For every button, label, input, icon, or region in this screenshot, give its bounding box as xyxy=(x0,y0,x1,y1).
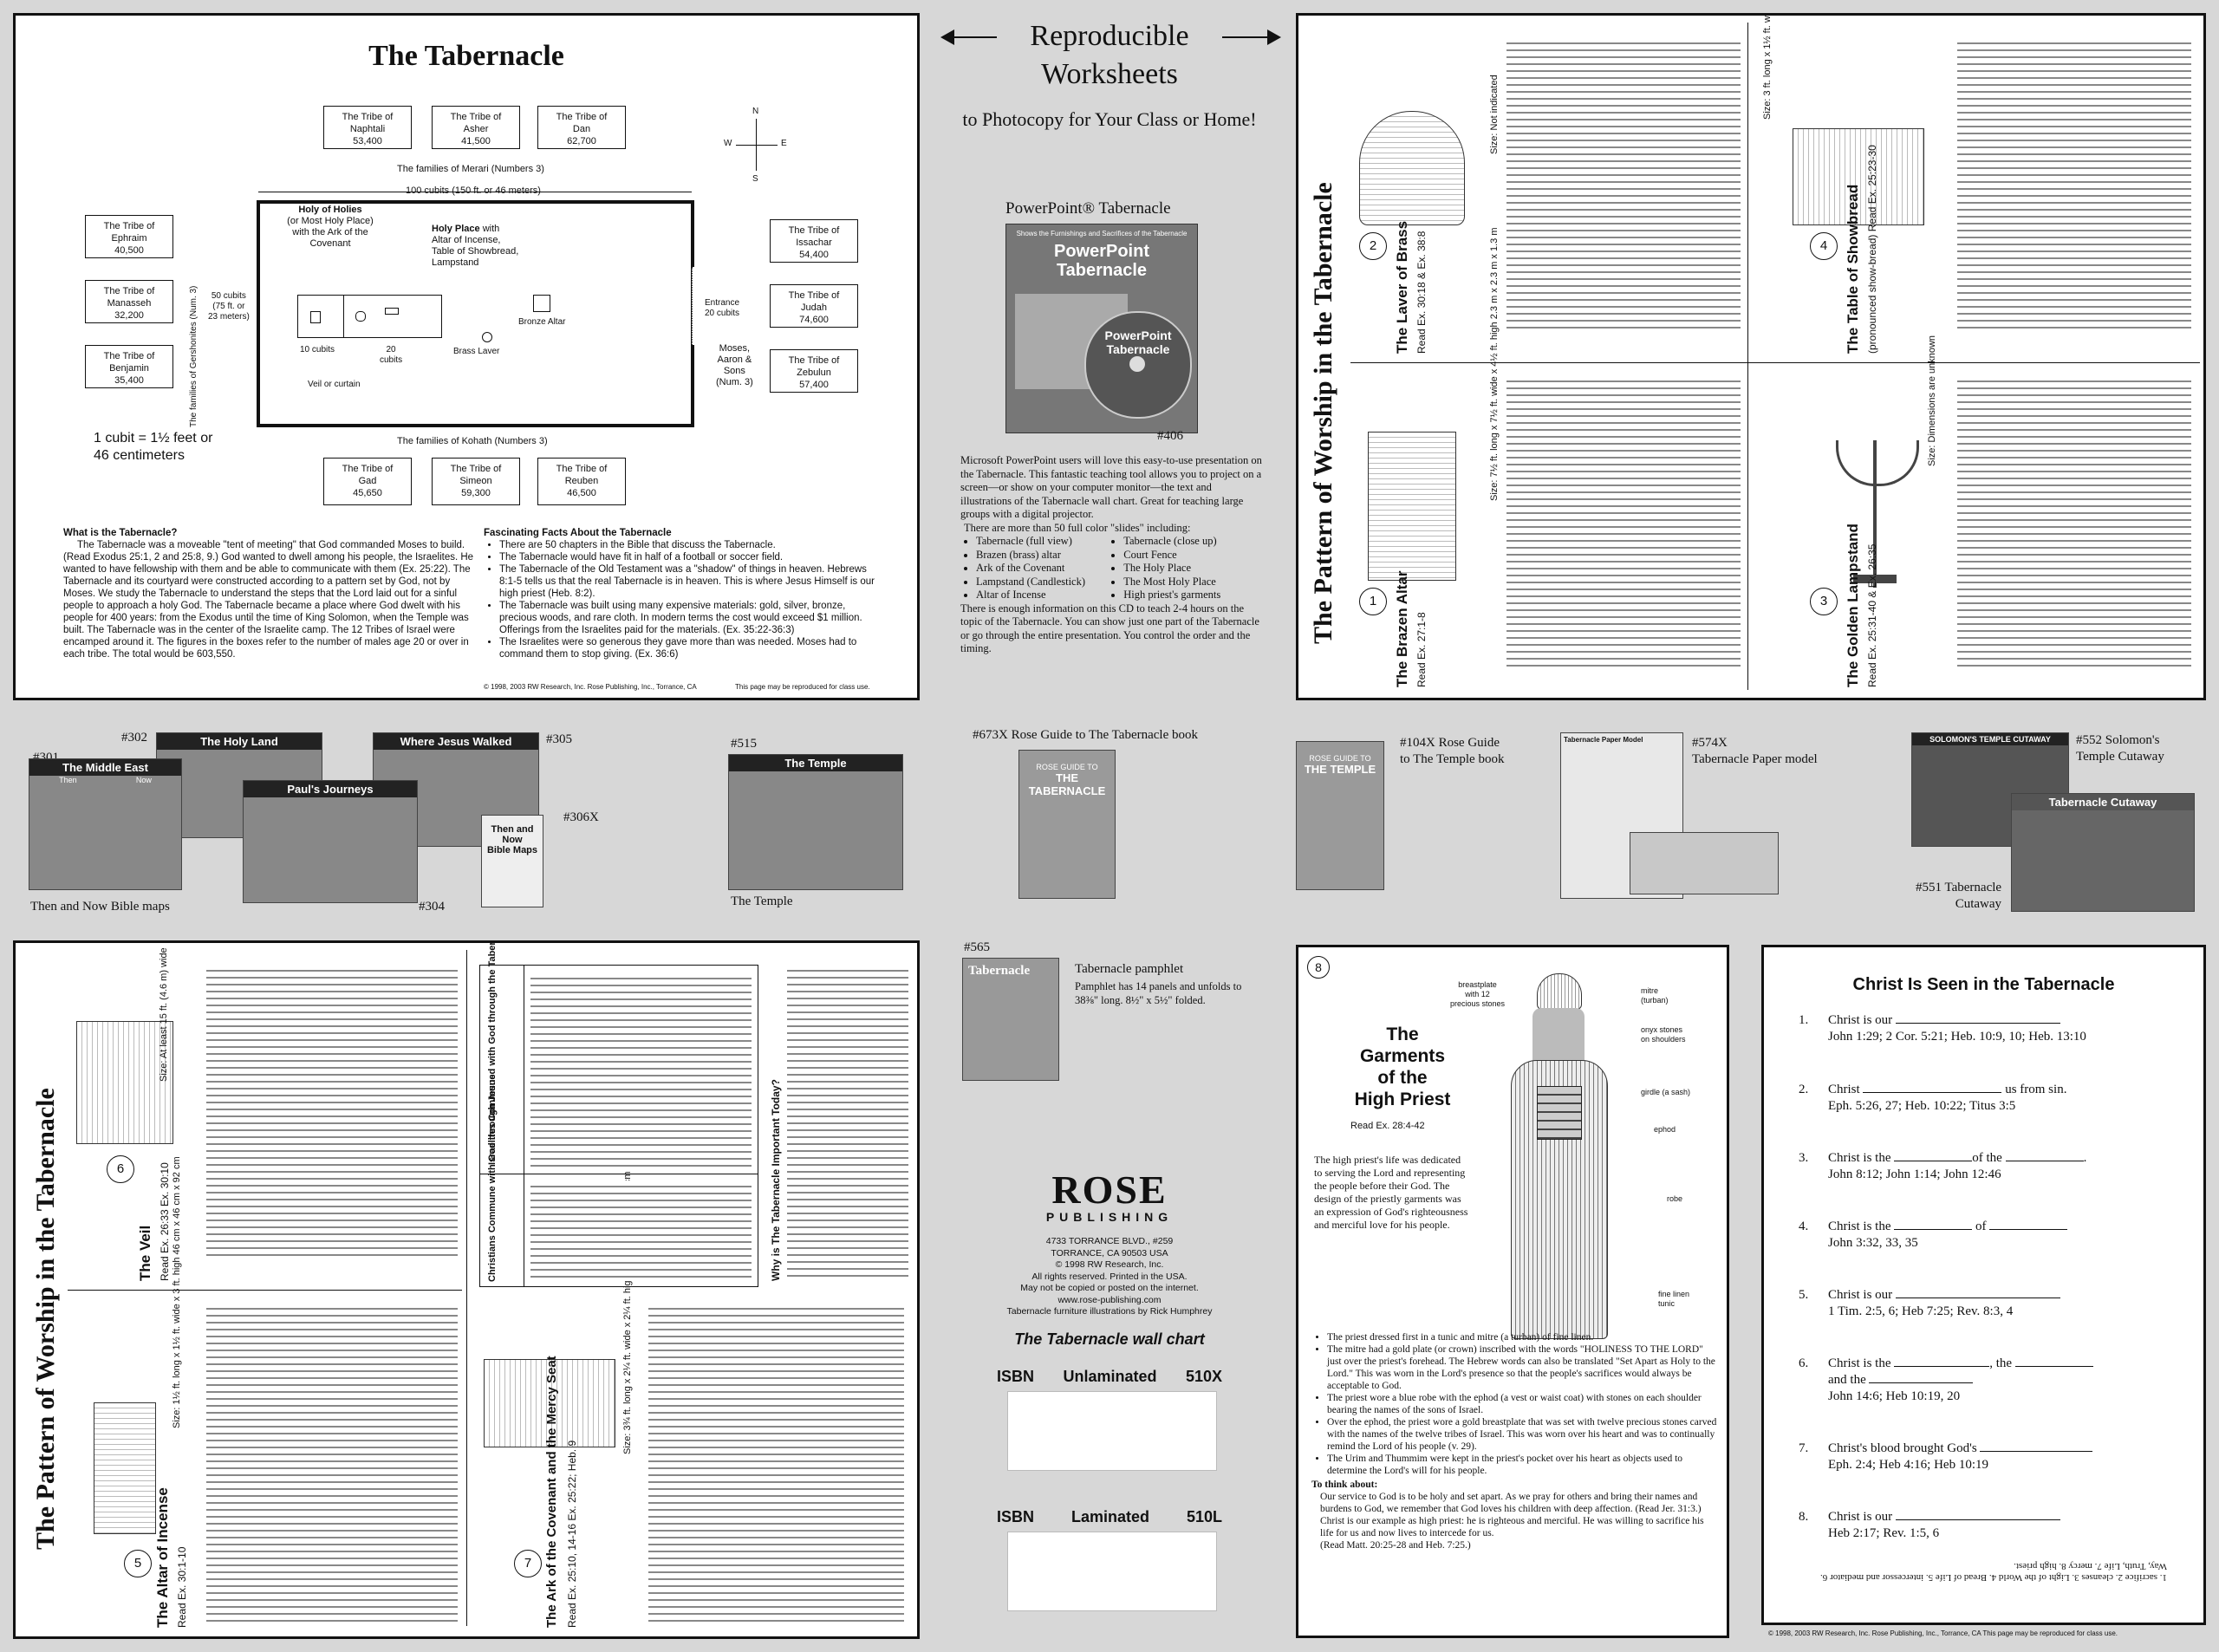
holy-of-holies-title: Holy of Holies xyxy=(298,205,362,215)
tent xyxy=(297,295,442,338)
compass: N W E S xyxy=(724,107,787,184)
cd-icon: PowerPoint Tabernacle xyxy=(1084,311,1192,419)
dimension-top: 100 cubits (150 ft. or 46 meters) xyxy=(406,185,541,196)
list-item: 5.Christ is our 1 Tim. 2:5, 6; Heb 7:25;… xyxy=(1799,1287,2060,1320)
pattern-title: The Pattern of Worship in the Tabernacle xyxy=(1309,182,1337,644)
lampstand-icon xyxy=(1827,432,1923,588)
list-item: 1.Christ is our John 1:29; 2 Cor. 5:21; … xyxy=(1799,1013,2086,1044)
pp-title: PowerPoint® Tabernacle xyxy=(1005,199,1171,218)
veil-text xyxy=(206,965,458,1259)
cubit-note: 1 cubit = 1½ feet or 46 centimeters xyxy=(94,431,213,463)
why-title: Why is The Tabernacle Important Today? xyxy=(770,1079,782,1281)
facts-list: There are 50 chapters in the Bible that … xyxy=(484,539,882,660)
pauls-journeys-map: Paul's Journeys xyxy=(243,780,418,903)
pattern-top-panel: The Pattern of Worship in the Tabernacle… xyxy=(1296,13,2206,700)
page-title: The Tabernacle xyxy=(368,40,564,72)
gershonites-label: The families of Gershonites (Num. 3) xyxy=(189,285,198,427)
worksheets-subheading: to Photocopy for Your Class or Home! xyxy=(962,108,1257,130)
pamphlet-title: Tabernacle pamphlet xyxy=(1075,962,1184,976)
brazen-altar-icon xyxy=(1368,432,1456,581)
list-item: 3.Christ is the of the . John 8:12; John… xyxy=(1799,1151,2087,1181)
laver-text xyxy=(1506,37,1741,332)
rose-guide-temple-book: ROSE GUIDE TO THE TEMPLE xyxy=(1296,741,1384,890)
commune-table: Israelites Communed with God through the… xyxy=(479,943,758,1287)
facts-title: Fascinating Facts About the Tabernacle xyxy=(484,528,672,538)
showbread-text xyxy=(1957,37,2191,332)
what-text: The Tabernacle was a moveable "tent of m… xyxy=(63,540,474,660)
arrow-right xyxy=(1222,36,1274,38)
temple-poster: The Temple xyxy=(728,754,903,890)
holy-land-map: The Holy Land xyxy=(156,732,322,838)
rose-guide-tabernacle-book: ROSE GUIDE TO THE TABERNACLE xyxy=(1018,750,1116,899)
pattern-title-bottom: The Pattern of Worship in the Tabernacle xyxy=(31,1088,60,1550)
list-item: 8.Christ is our Heb 2:17; Rev. 1:5, 6 xyxy=(1799,1509,2060,1542)
showbread-table-icon xyxy=(1793,128,1924,225)
list-item: 6.Christ is the , the and the John 14:6;… xyxy=(1799,1356,2093,1405)
side-dim: 50 cubits (75 ft. or 23 meters) xyxy=(208,291,250,322)
veil-icon xyxy=(76,1021,173,1144)
barcode-box xyxy=(1007,1391,1217,1471)
holy-place-title: Holy Place xyxy=(432,224,480,234)
christ-seen-panel: Christ Is Seen in the Tabernacle xyxy=(1761,945,2206,1625)
what-title: What is the Tabernacle? xyxy=(63,528,178,538)
pp-text: Microsoft PowerPoint users will love thi… xyxy=(960,454,1262,520)
list-item: 4.Christ is the of John 3:32, 33, 35 xyxy=(1799,1219,2068,1252)
altar-of-incense-text xyxy=(206,1303,458,1623)
merari-label: The families of Merari (Numbers 3) xyxy=(397,164,544,174)
high-priest-figure xyxy=(1502,973,1615,1339)
kohath-label: The families of Kohath (Numbers 3) xyxy=(397,436,548,446)
ark-text xyxy=(648,1303,904,1623)
list-item: 7.Christ's blood brought God's Eph. 2:4;… xyxy=(1799,1441,2093,1473)
pp-cover: Shows the Furnishings and Sacrifices of … xyxy=(1005,224,1198,433)
wall-chart-label: The Tabernacle wall chart xyxy=(1014,1330,1205,1348)
worksheets-heading: Reproducible Worksheets xyxy=(1030,20,1189,90)
list-item: 2.Christ us from sin. Eph. 5:26, 27; Heb… xyxy=(1799,1083,2067,1113)
garments-title: The Garments of the High Priest xyxy=(1354,1024,1451,1109)
garments-intro: The high priest's life was dedicated to … xyxy=(1314,1154,1468,1231)
christ-seen-title: Christ Is Seen in the Tabernacle xyxy=(1852,975,2115,994)
paper-model-render xyxy=(1630,832,1779,894)
pamphlet-desc: Pamphlet has 14 panels and unfolds to 38… xyxy=(1075,980,1242,1006)
tabernacle-panel: The Tabernacle N W E S The Tribe of Naph… xyxy=(13,13,920,700)
tabernacle-cutaway-poster: Tabernacle Cutaway xyxy=(2011,793,2195,912)
brazen-altar-text xyxy=(1506,375,1741,670)
ark-icon xyxy=(484,1359,615,1447)
garments-bullets: The priest dressed first in a tunic and … xyxy=(1311,1331,1719,1477)
laver-icon xyxy=(1359,111,1465,225)
garments-panel: 8 The Garments of the High Priest Read E… xyxy=(1296,945,1729,1638)
pamphlet-cover: Tabernacle xyxy=(962,958,1059,1081)
barcode-box xyxy=(1007,1532,1217,1611)
altar-of-incense-icon xyxy=(94,1402,156,1534)
lampstand-text xyxy=(1957,375,2191,670)
rose-logo: ROSE PUBLISHING xyxy=(1045,1167,1174,1225)
answer-key: 1. sacrifice 2. cleanses 3. Light of the… xyxy=(1820,1561,2167,1583)
brass-laver-icon xyxy=(482,332,492,342)
bible-maps-book: Then and Now Bible Maps xyxy=(481,815,543,907)
arrow-left xyxy=(945,36,997,38)
pattern-bottom-panel: The Pattern of Worship in the Tabernacle… xyxy=(13,940,920,1639)
bronze-altar-icon xyxy=(533,295,550,312)
